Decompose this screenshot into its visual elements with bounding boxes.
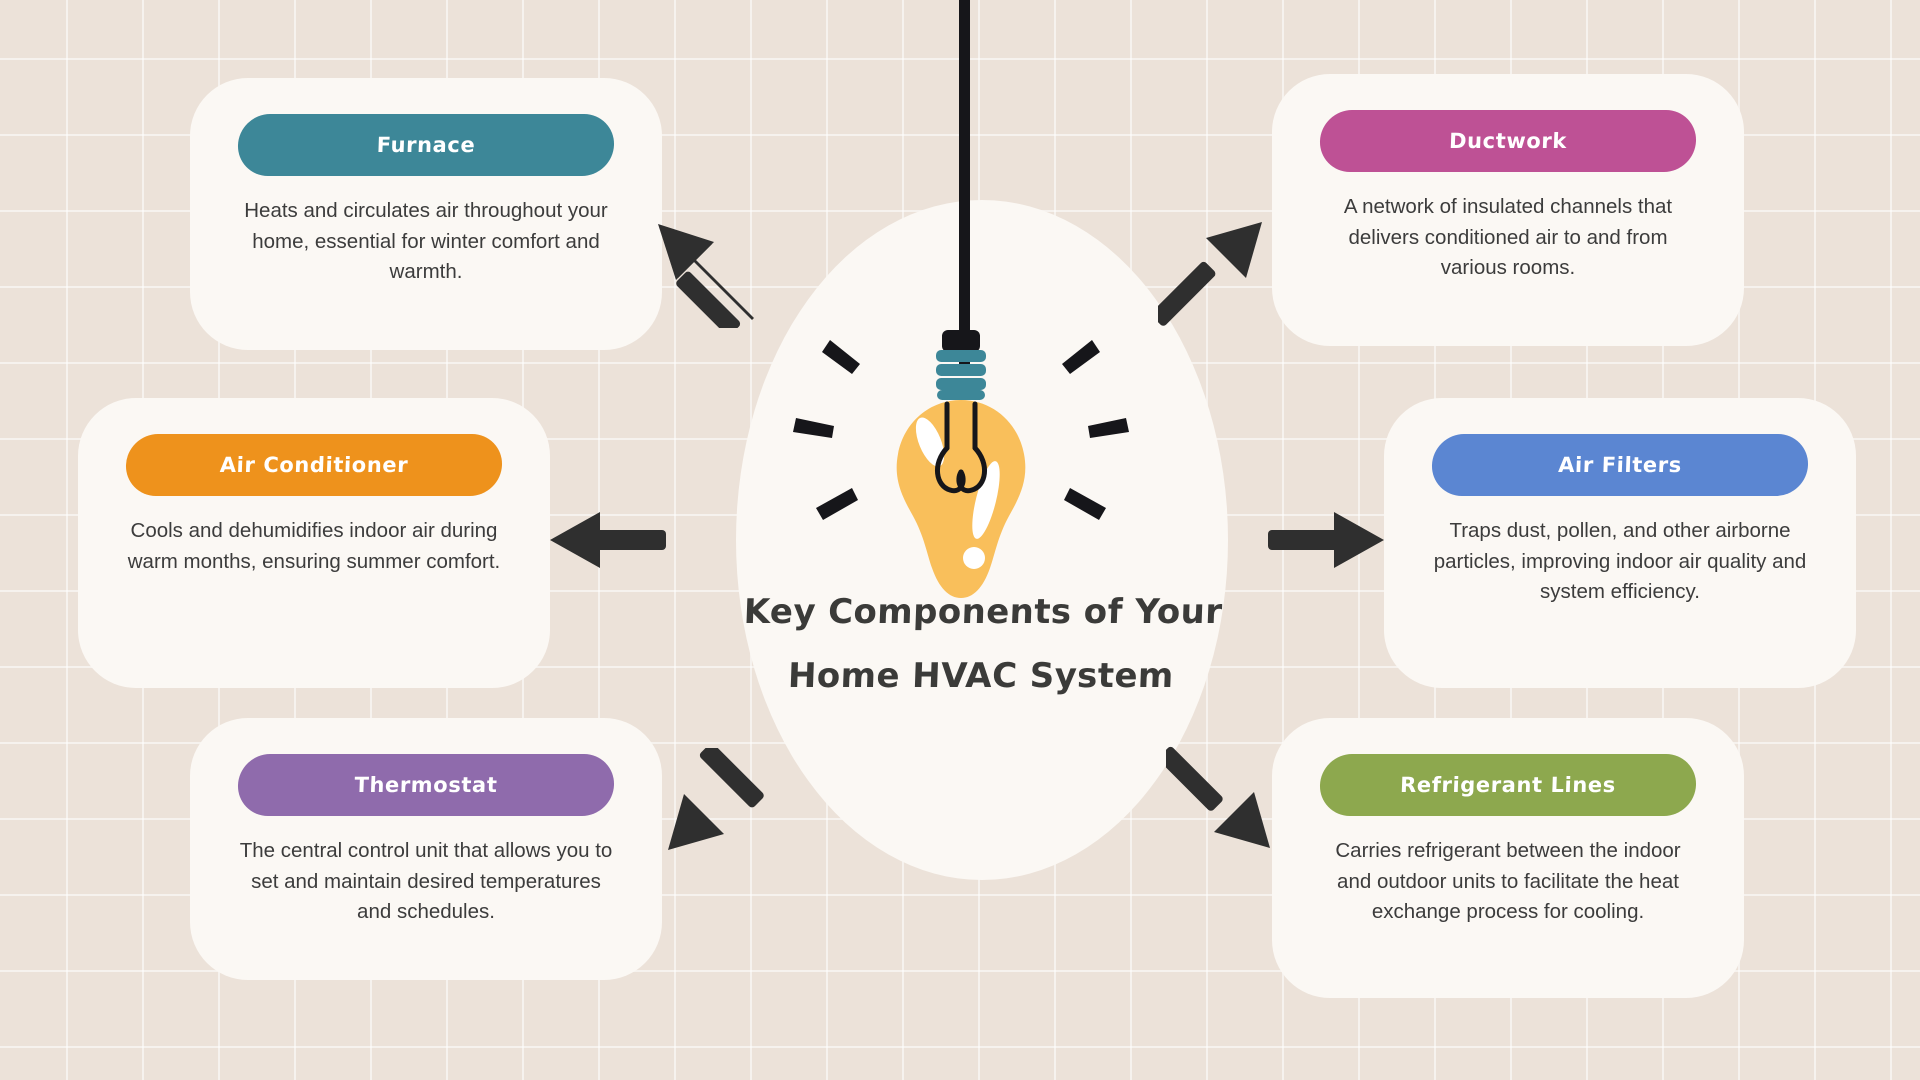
card-refrigerant-lines-label: Refrigerant Lines — [1399, 773, 1617, 797]
page-title-line-2: Home HVAC System — [787, 656, 1175, 696]
card-air-filters-label: Air Filters — [1557, 453, 1683, 477]
page-title-line-1: Key Components of Your — [743, 592, 1224, 632]
hanging-cord-icon — [959, 0, 970, 366]
card-air-conditioner-description: Cools and dehumidifies indoor air during… — [127, 519, 501, 573]
card-air-filters[interactable]: Air Filters Traps dust, pollen, and othe… — [1384, 398, 1856, 688]
card-thermostat-label: Thermostat — [354, 773, 498, 797]
card-furnace-label-pill: Furnace — [236, 114, 616, 176]
page-title: Key Components of Your Home HVAC System — [734, 580, 1230, 708]
lightbulb-icon — [790, 330, 1130, 630]
arrow-up-right-icon — [1151, 216, 1268, 326]
card-air-conditioner-label-pill: Air Conditioner — [124, 434, 504, 496]
arrow-left-icon — [548, 510, 666, 570]
card-thermostat-label-pill: Thermostat — [236, 754, 616, 816]
card-air-filters-label-pill: Air Filters — [1430, 434, 1810, 496]
card-thermostat[interactable]: Thermostat The central control unit that… — [190, 718, 662, 980]
arrow-down-left-icon — [662, 743, 772, 858]
card-furnace-label: Furnace — [376, 133, 476, 157]
card-refrigerant-lines[interactable]: Refrigerant Lines Carries refrigerant be… — [1272, 718, 1744, 998]
card-ductwork[interactable]: Ductwork A network of insulated channels… — [1272, 74, 1744, 346]
arrow-up-left-icon — [650, 218, 760, 336]
card-thermostat-description: The central control unit that allows you… — [239, 839, 613, 923]
card-ductwork-label: Ductwork — [1448, 129, 1568, 153]
card-refrigerant-lines-label-pill: Refrigerant Lines — [1318, 754, 1698, 816]
card-furnace-description: Heats and circulates air throughout your… — [244, 199, 608, 283]
card-air-conditioner-label: Air Conditioner — [219, 453, 409, 477]
card-ductwork-label-pill: Ductwork — [1318, 110, 1698, 172]
card-ductwork-description: A network of insulated channels that del… — [1343, 195, 1673, 279]
card-furnace[interactable]: Furnace Heats and circulates air through… — [190, 78, 662, 350]
card-air-conditioner[interactable]: Air Conditioner Cools and dehumidifies i… — [78, 398, 550, 688]
arrow-right-icon — [1268, 510, 1386, 570]
card-refrigerant-lines-description: Carries refrigerant between the indoor a… — [1335, 839, 1681, 923]
card-air-filters-description: Traps dust, pollen, and other airborne p… — [1433, 519, 1807, 603]
arrow-down-right-icon — [1158, 746, 1276, 856]
